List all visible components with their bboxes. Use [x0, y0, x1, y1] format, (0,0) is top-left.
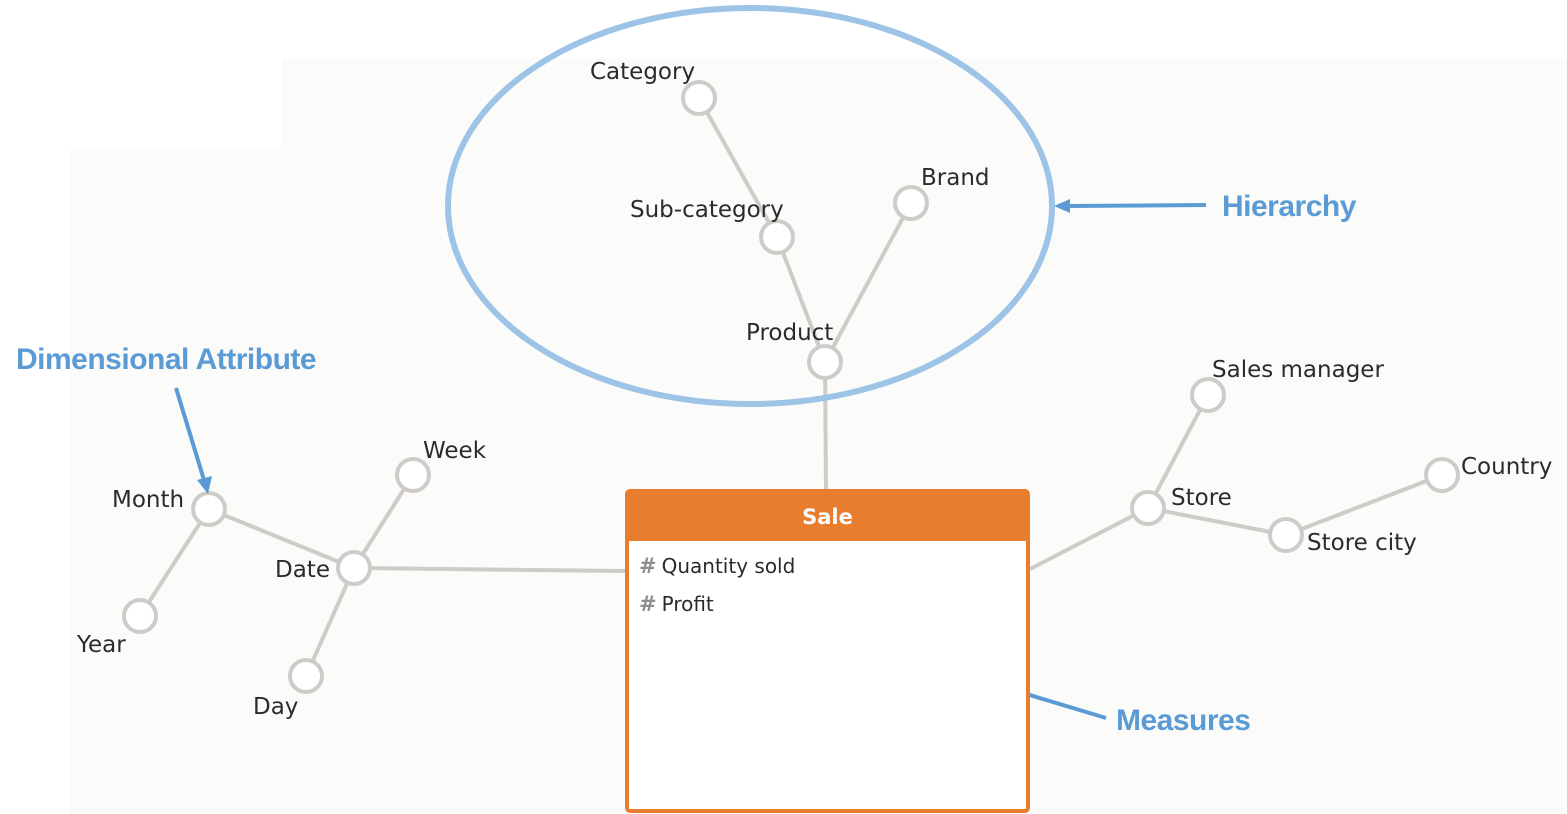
- attribute-node-week[interactable]: Week: [395, 438, 487, 493]
- node-circle[interactable]: [1130, 490, 1166, 526]
- node-label-month: Month: [112, 487, 184, 513]
- measure-hash-icon: #: [639, 592, 657, 616]
- attribute-node-product[interactable]: Product: [746, 320, 843, 380]
- measures-annotation: Measures: [1116, 704, 1250, 737]
- edge-category-sub-category: [697, 97, 779, 238]
- node-label-sub-category: Sub-category: [630, 197, 784, 223]
- node-circle[interactable]: [759, 219, 795, 255]
- edge-sales-manager-store: [1146, 394, 1210, 509]
- node-circle[interactable]: [1190, 377, 1226, 413]
- attribute-node-month[interactable]: Month: [112, 487, 227, 527]
- node-label-category: Category: [590, 59, 695, 85]
- node-label-week: Week: [423, 438, 487, 464]
- edge-store-store-city: [1147, 506, 1287, 537]
- fact-table-title: Sale: [629, 493, 1026, 541]
- edge-week-date: [352, 473, 415, 570]
- measure-label: Profit: [661, 592, 714, 616]
- node-circle[interactable]: [681, 80, 717, 116]
- attribute-node-brand[interactable]: Brand: [893, 165, 990, 221]
- node-label-sales-manager: Sales manager: [1212, 357, 1384, 383]
- background-panel-left: [70, 148, 282, 814]
- edge-date-fact: [353, 566, 626, 573]
- edge-date-day: [304, 567, 356, 677]
- edge-month-date: [208, 507, 355, 570]
- hierarchy-annotation: Hierarchy: [1222, 190, 1357, 223]
- node-circle[interactable]: [807, 344, 843, 380]
- attribute-node-date[interactable]: Date: [275, 550, 372, 586]
- node-label-store: Store: [1171, 485, 1232, 511]
- edge-product-fact: [823, 361, 828, 490]
- node-label-day: Day: [253, 694, 298, 720]
- node-label-date: Date: [275, 557, 330, 583]
- attribute-node-category[interactable]: Category: [590, 59, 717, 116]
- edge-store-city-country: [1285, 473, 1443, 537]
- dimensional-attribute-arrow: [174, 387, 212, 494]
- node-circle[interactable]: [288, 658, 324, 694]
- edge-store-fact: [1029, 506, 1149, 571]
- hierarchy-arrow: [1054, 199, 1207, 213]
- node-circle[interactable]: [122, 598, 158, 634]
- node-circle[interactable]: [336, 550, 372, 586]
- dimensional-attribute-annotation: Dimensional Attribute: [16, 343, 316, 376]
- measure-quantity-sold[interactable]: # Quantity sold: [629, 547, 1026, 585]
- node-label-store-city: Store city: [1307, 530, 1417, 556]
- node-circle[interactable]: [1424, 457, 1460, 493]
- node-label-year: Year: [76, 632, 126, 658]
- node-circle[interactable]: [191, 491, 227, 527]
- attribute-node-sales-manager[interactable]: Sales manager: [1190, 357, 1384, 413]
- node-circle[interactable]: [893, 185, 929, 221]
- attribute-node-country[interactable]: Country: [1424, 454, 1552, 493]
- measure-label: Quantity sold: [661, 554, 796, 578]
- measure-profit[interactable]: # Profit: [629, 585, 1026, 623]
- measure-hash-icon: #: [639, 554, 657, 578]
- node-label-brand: Brand: [921, 165, 990, 191]
- fact-table-sale[interactable]: Sale # Quantity sold # Profit: [625, 489, 1030, 813]
- node-circle[interactable]: [1268, 517, 1304, 553]
- edge-brand-product: [823, 202, 913, 363]
- attribute-node-store[interactable]: Store: [1130, 485, 1232, 526]
- edges-layer: [138, 97, 1443, 677]
- node-label-product: Product: [746, 320, 833, 346]
- attribute-node-day[interactable]: Day: [253, 658, 324, 720]
- node-circle[interactable]: [395, 457, 431, 493]
- edge-month-year: [138, 507, 211, 618]
- hierarchy-ellipse: [445, 5, 1055, 407]
- edge-sub-category-product: [775, 236, 827, 363]
- attribute-node-sub-category[interactable]: Sub-category: [630, 197, 795, 255]
- node-label-country: Country: [1461, 454, 1552, 480]
- attribute-node-year[interactable]: Year: [76, 598, 158, 658]
- attribute-node-store-city[interactable]: Store city: [1268, 517, 1417, 556]
